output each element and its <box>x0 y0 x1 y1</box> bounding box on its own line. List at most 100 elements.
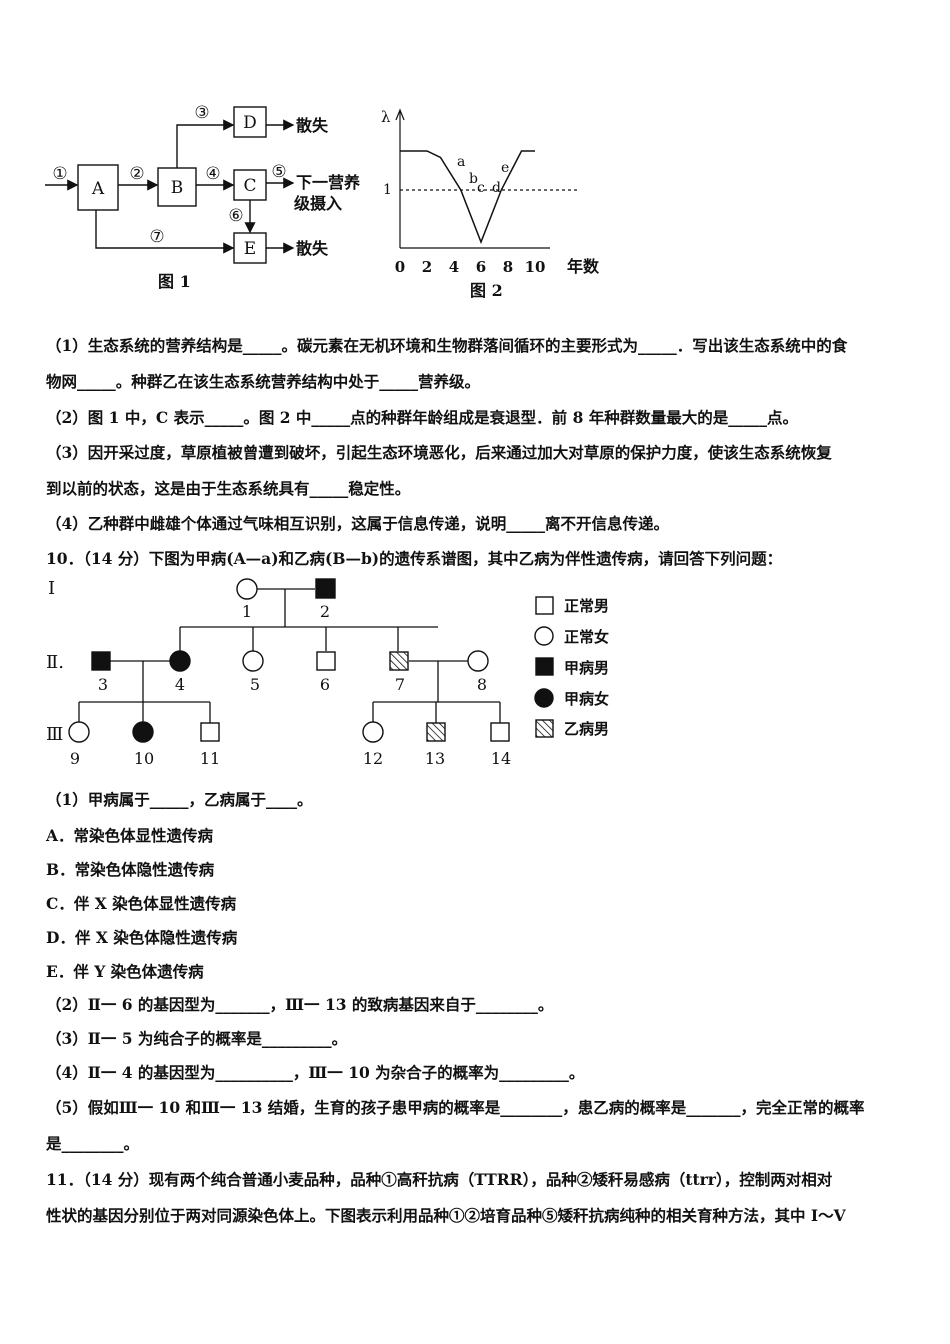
arrow-label-7: ⑦ <box>149 227 164 247</box>
q10-part1: （1）甲病属于_____，乙病属于____。 <box>46 790 313 809</box>
node-D <box>233 106 267 138</box>
legend-label-affected-male-B: 乙病男 <box>564 720 609 738</box>
pedigree-chart: Ⅰ Ⅱ. Ⅲ <box>46 578 609 768</box>
legend-symbol-normal-female <box>534 626 554 646</box>
arrow-7 <box>95 210 235 254</box>
node-E-label: E <box>244 239 256 259</box>
x-tick-4: 4 <box>449 258 459 276</box>
legend-symbol-affected-male-B <box>535 719 554 738</box>
individual-10-affected-female-A <box>132 721 154 743</box>
x-axis-unit: 年数 <box>567 257 600 276</box>
individual-12-normal-female <box>362 721 384 743</box>
q9-part3-line1: （3）因开采过度，草原植被曾遭到破坏，引起生态环境恶化，后来通过加大对草原的保护… <box>46 443 832 462</box>
individual-number-13: 13 <box>425 749 445 768</box>
q10-header: 10．（14 分）下图为甲病(A—a)和乙病(B—b)的遗传系谱图，其中乙病为伴… <box>46 549 783 568</box>
q9-part1-line2: 物网_____。种群乙在该生态系统营养结构中处于_____营养级。 <box>46 372 481 391</box>
output-C-label-line1: 下一营养 <box>296 173 361 192</box>
q9-part1-line1: （1）生态系统的营养结构是_____。碳元素在无机环境和生物群落间循环的主要形式… <box>46 336 848 355</box>
arrow-label-5: ⑤ <box>271 162 286 182</box>
individual-1-normal-female <box>236 578 258 600</box>
legend-label-normal-male: 正常男 <box>564 597 609 615</box>
generation-II-label: Ⅱ. <box>46 652 64 673</box>
point-label-b: b <box>469 171 478 187</box>
individual-14-normal-male <box>490 722 510 742</box>
x-tick-8: 8 <box>503 258 513 276</box>
individual-11-normal-male <box>200 722 220 742</box>
x-tick-2: 2 <box>422 258 432 276</box>
y-axis-label: λ <box>381 108 391 126</box>
individual-number-6: 6 <box>320 675 330 694</box>
q10-part5-line1: （5）假如Ⅲ一 10 和Ⅲ一 13 结婚，生育的孩子患甲病的概率是_______… <box>46 1098 865 1117</box>
node-C-label: C <box>243 176 256 196</box>
individual-2-affected-male-A <box>315 578 336 599</box>
individual-3-affected-male-A <box>91 651 111 671</box>
q10-part2: （2）Ⅱ一 6 的基因型为_______，Ⅲ一 13 的致病基因来自于_____… <box>46 995 554 1014</box>
individual-6-normal-male <box>316 651 336 671</box>
figure-1-energy-flow-diagram: A B D C E ① ② ③ ④ ⑤ ⑥ ⑦ 散失 下一营养 级摄入 散失 图… <box>45 103 361 291</box>
individual-number-4: 4 <box>175 675 185 694</box>
arrow-label-3: ③ <box>194 103 209 123</box>
legend-label-affected-female-A: 甲病女 <box>564 690 609 708</box>
q10-option-E: E．伴 Y 染色体遗传病 <box>46 962 204 981</box>
individual-number-11: 11 <box>200 749 220 768</box>
q10-option-B: B．常染色体隐性遗传病 <box>46 860 215 879</box>
q10-part3: （3）Ⅱ一 5 为纯合子的概率是_________。 <box>46 1029 348 1048</box>
individual-4-affected-female-A <box>169 650 191 672</box>
q10-part5-line2: 是________。 <box>46 1134 140 1153</box>
legend-label-normal-female: 正常女 <box>564 628 609 646</box>
arrow-label-6: ⑥ <box>228 206 243 226</box>
output-C-label-line2: 级摄入 <box>294 194 342 213</box>
arrow-label-2: ② <box>129 164 144 184</box>
legend-label-affected-male-A: 甲病男 <box>564 659 609 677</box>
legend-symbol-affected-male-A <box>535 657 554 676</box>
x-tick-0: 0 <box>395 258 405 276</box>
individual-5-normal-female <box>242 650 264 672</box>
individual-7-affected-male-B <box>389 651 409 671</box>
arrow-label-4: ④ <box>205 164 220 184</box>
individual-number-3: 3 <box>98 675 108 694</box>
individual-8-normal-female <box>467 650 489 672</box>
output-D-label: 散失 <box>296 116 329 135</box>
arrow-3 <box>176 119 235 168</box>
q10-option-D: D．伴 X 染色体隐性遗传病 <box>46 928 238 947</box>
point-label-c: c <box>477 180 485 196</box>
q11-line2: 性状的基因分别位于两对同源染色体上。下图表示利用品种①②培育品种⑤矮秆抗病纯种的… <box>46 1206 846 1225</box>
individual-number-5: 5 <box>250 675 260 694</box>
node-B <box>157 167 197 207</box>
individual-number-1: 1 <box>242 602 252 621</box>
q10-option-C: C．伴 X 染色体显性遗传病 <box>46 894 237 913</box>
figure-2-caption: 图 2 <box>470 281 503 300</box>
output-E-label: 散失 <box>296 239 329 258</box>
node-B-label: B <box>171 178 184 198</box>
q10-option-A: A．常染色体显性遗传病 <box>46 826 214 845</box>
legend-symbol-affected-female-A <box>534 688 554 708</box>
q10-part4: （4）Ⅱ一 4 的基因型为__________，Ⅲ一 10 为杂合子的概率为__… <box>46 1063 585 1082</box>
node-C <box>233 169 267 201</box>
generation-III-label: Ⅲ <box>46 724 63 745</box>
figure-1-caption: 图 1 <box>158 272 191 291</box>
individual-number-8: 8 <box>477 675 487 694</box>
node-A-label: A <box>91 179 105 199</box>
individual-number-2: 2 <box>320 602 330 621</box>
lambda-series-line <box>400 150 535 245</box>
point-label-d: d <box>492 180 501 196</box>
individual-13-affected-male-B <box>426 722 446 742</box>
x-tick-6: 6 <box>476 258 486 276</box>
x-tick-10: 10 <box>525 258 546 276</box>
node-D-label: D <box>243 113 257 133</box>
q11-line1: 11．（14 分）现有两个纯合普通小麦品种，品种①高秆抗病（TTRR），品种②矮… <box>46 1170 833 1189</box>
individual-number-10: 10 <box>134 749 154 768</box>
individual-number-14: 14 <box>491 749 511 768</box>
q9-part4: （4）乙种群中雌雄个体通过气味相互识别，这属于信息传递，说明_____离不开信息… <box>46 514 670 533</box>
arrow-label-1: ① <box>52 164 67 184</box>
generation-I-label: Ⅰ <box>48 578 55 599</box>
point-label-e: e <box>501 160 509 176</box>
y-axis-arrowhead <box>395 108 405 121</box>
individual-9-normal-female <box>68 721 90 743</box>
individual-number-7: 7 <box>395 675 405 694</box>
individual-number-9: 9 <box>70 749 80 768</box>
legend-symbol-normal-male <box>535 596 554 615</box>
q9-part3-line2: 到以前的状态，这是由于生态系统具有_____稳定性。 <box>46 479 411 498</box>
q9-part2: （2）图 1 中，C 表示_____。图 2 中_____点的种群年龄组成是衰退… <box>46 408 799 427</box>
